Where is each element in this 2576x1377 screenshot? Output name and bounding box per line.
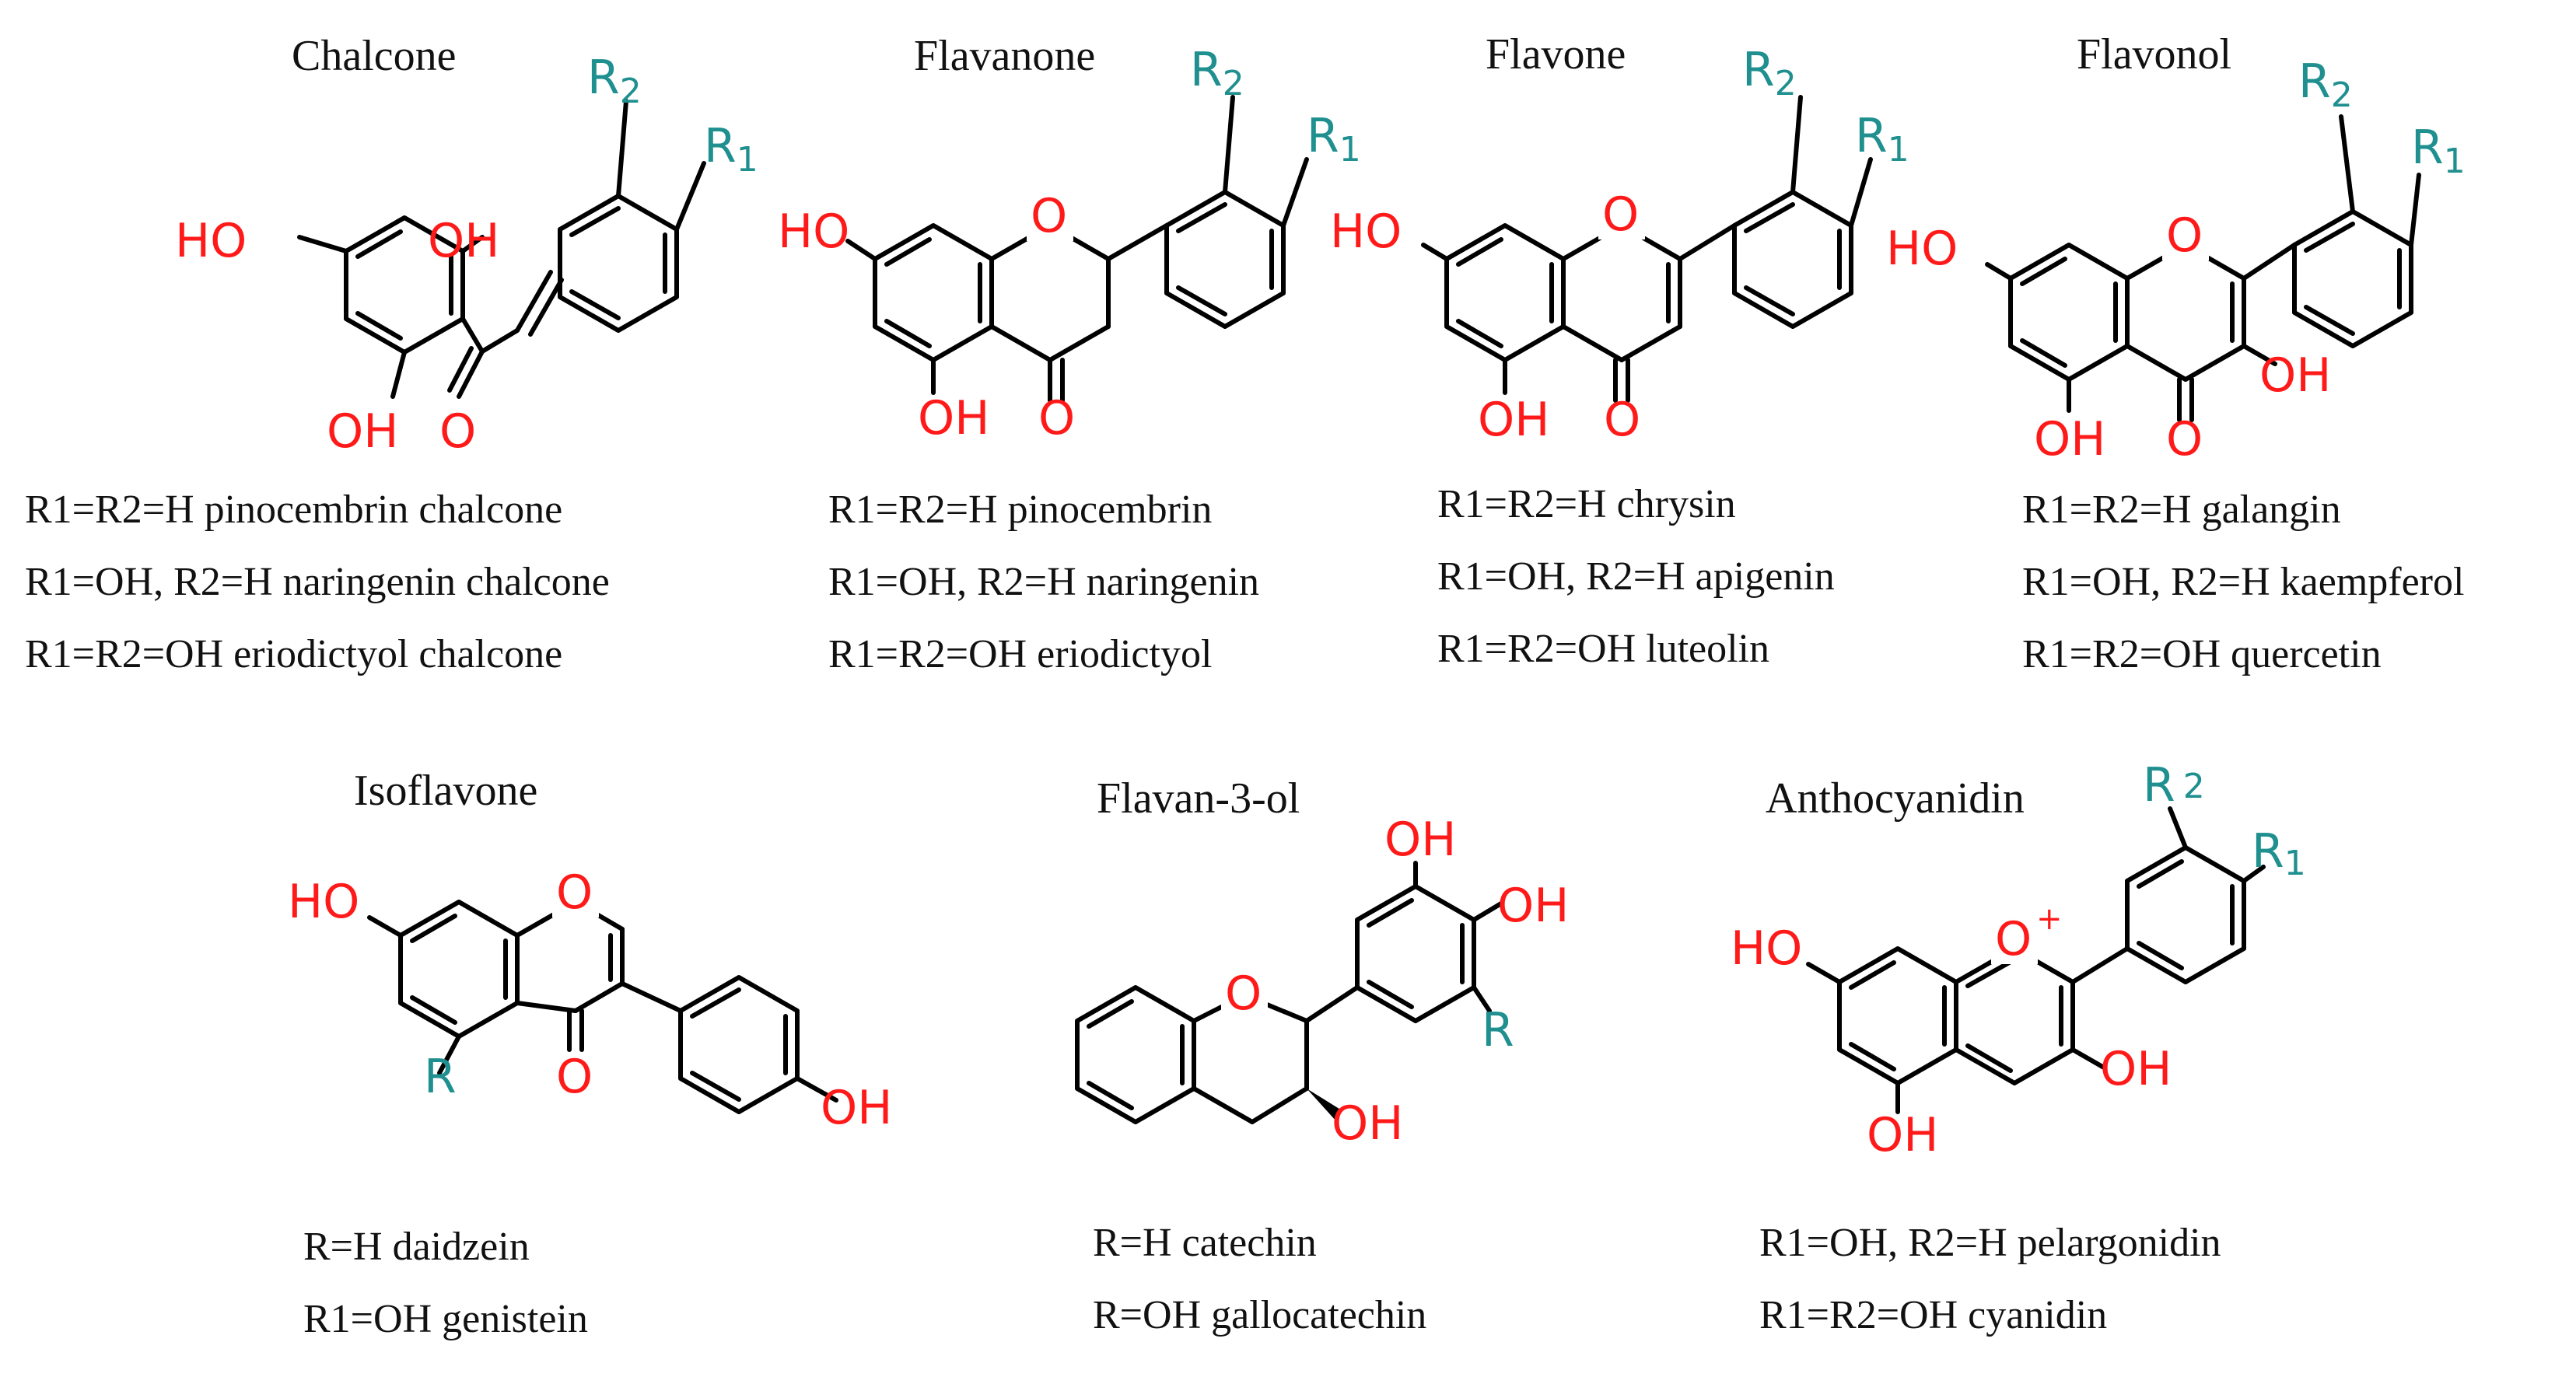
flavan-3-ol-ring-o-label: O [1225, 966, 1262, 1021]
chalcone-r1-label: R1 [704, 119, 758, 180]
structure-title-flavanone: Flavanone [914, 32, 1095, 80]
flavanone-carbonyl-o-label: O [1038, 391, 1075, 446]
svg-text:R1: R1 [704, 119, 758, 180]
flavone-structure: Flavone O HO OH O [1330, 30, 1909, 671]
flavone-bonds [1421, 95, 1873, 403]
flavonol-oh-label: OH [2034, 412, 2105, 467]
anthocyanidin-bonds [1806, 806, 2266, 1114]
flavan-3-ol-bonds [1075, 861, 1503, 1124]
flavonol-r1-label: R1 [2411, 121, 2466, 181]
flavanone-structure: Flavanone O HO OH O R2 [778, 32, 1361, 676]
anthocyanidin-ring-o-label: O [1995, 912, 2032, 966]
anthocyanidin-oh-label: OH [1867, 1108, 1938, 1162]
isoflavone-caption: R1=OH genistein [303, 1297, 588, 1341]
flavanone-oh-label: OH [918, 391, 989, 446]
structure-title-chalcone: Chalcone [292, 32, 456, 80]
anthocyanidin-structure: Anthocyanidin O + H [1731, 758, 2306, 1337]
flavan-3-ol-caption: R=H catechin [1093, 1221, 1317, 1265]
anthocyanidin-caption: R1=OH, R2=H pelargonidin [1759, 1221, 2221, 1265]
chalcone-oh-label: OH [428, 214, 499, 268]
flavanone-caption: R1=R2=H pinocembrin [828, 488, 1212, 532]
svg-text:R1: R1 [1855, 109, 1909, 170]
flavanone-caption: R1=OH, R2=H naringenin [828, 560, 1259, 604]
svg-text:R2: R2 [1742, 43, 1797, 103]
flavonol-bonds [1985, 114, 2421, 422]
isoflavone-r-label: R [424, 1050, 457, 1104]
structure-title-anthocyanidin: Anthocyanidin [1766, 774, 2025, 823]
isoflavone-oh-label: OH [821, 1081, 892, 1135]
svg-text:R2: R2 [2143, 758, 2205, 813]
flavanone-ring-o-label: O [1031, 189, 1067, 243]
anthocyanidin-r1-label: R1 [2252, 824, 2306, 883]
flavonol-caption: R1=R2=H galangin [2022, 488, 2341, 532]
structure-title-flavan-3-ol: Flavan-3-ol [1097, 774, 1300, 823]
chalcone-structure: Chalcone HO OH OH [25, 32, 758, 676]
anthocyanidin-3-oh-label: OH [2100, 1042, 2172, 1096]
flavone-oh-label: OH [1478, 393, 1549, 447]
chalcone-oh-label: OH [327, 404, 398, 459]
svg-text:R2: R2 [1190, 43, 1244, 103]
chalcone-carbonyl-o-label: O [439, 404, 476, 459]
flavone-r2-label: R2 [1742, 43, 1797, 103]
chalcone-caption: R1=OH, R2=H naringenin chalcone [25, 560, 610, 604]
flavan-3-ol-structure: Flavan-3-ol O OH OH OH R R=H catech [1075, 774, 1569, 1337]
flavone-r1-label: R1 [1855, 109, 1909, 170]
svg-text:R1: R1 [2252, 824, 2306, 883]
flavonol-carbonyl-o-label: O [2166, 412, 2203, 467]
chalcone-caption: R1=R2=H pinocembrin chalcone [25, 488, 562, 532]
flavone-carbonyl-o-label: O [1604, 393, 1640, 447]
svg-text:R2: R2 [2298, 54, 2353, 115]
chalcone-ho-label: HO [175, 214, 247, 268]
flavanone-r1-label: R1 [1307, 109, 1361, 170]
flavan-3-ol-caption: R=OH gallocatechin [1093, 1293, 1426, 1337]
flavone-caption: R1=OH, R2=H apigenin [1437, 554, 1835, 599]
isoflavone-caption: R=H daidzein [303, 1225, 530, 1269]
flavonol-structure: Flavonol O HO OH [1886, 30, 2466, 676]
structure-title-flavone: Flavone [1486, 30, 1626, 79]
anthocyanidin-plus-charge: + [2036, 901, 2063, 937]
svg-text:R1: R1 [2411, 121, 2466, 181]
flavonol-ho-label: HO [1886, 222, 1958, 276]
flavonol-caption: R1=R2=OH quercetin [2022, 632, 2382, 676]
flavone-ho-label: HO [1330, 204, 1402, 259]
flavonol-r2-label: R2 [2298, 54, 2353, 115]
flavone-ring-o-label: O [1602, 187, 1639, 242]
flavan-3-ol-oh-label: OH [1384, 813, 1456, 867]
chalcone-r2-label: R2 [587, 51, 642, 111]
flavanone-bonds [845, 95, 1309, 403]
isoflavone-ho-label: HO [288, 875, 359, 929]
flavanone-ho-label: HO [778, 204, 849, 259]
isoflavone-ring-o-label: O [556, 865, 593, 920]
structure-title-flavonol: Flavonol [2077, 30, 2231, 79]
flavone-caption: R1=R2=H chrysin [1437, 482, 1736, 526]
isoflavone-carbonyl-o-label: O [556, 1050, 593, 1104]
flavonol-ring-o-label: O [2166, 208, 2203, 263]
chalcone-bonds [297, 99, 706, 399]
flavonol-caption: R1=OH, R2=H kaempferol [2022, 560, 2464, 604]
structure-title-isoflavone: Isoflavone [354, 767, 537, 815]
flavone-caption: R1=R2=OH luteolin [1437, 627, 1769, 671]
flavan-3-ol-oh-label: OH [1497, 879, 1569, 933]
flavan-3-ol-3-oh-label: OH [1332, 1096, 1403, 1151]
anthocyanidin-caption: R1=R2=OH cyanidin [1759, 1293, 2107, 1337]
anthocyanidin-ho-label: HO [1731, 921, 1802, 976]
svg-text:R1: R1 [1307, 109, 1361, 170]
svg-text:R2: R2 [587, 51, 642, 111]
flavanone-r2-label: R2 [1190, 43, 1244, 103]
chalcone-caption: R1=R2=OH eriodictyol chalcone [25, 632, 562, 676]
flavan-3-ol-r-label: R [1482, 1003, 1514, 1057]
flavonol-3-oh-label: OH [2259, 348, 2331, 403]
isoflavone-structure: Isoflavone O HO O OH R [288, 767, 892, 1341]
flavanone-caption: R1=R2=OH eriodictyol [828, 632, 1212, 676]
